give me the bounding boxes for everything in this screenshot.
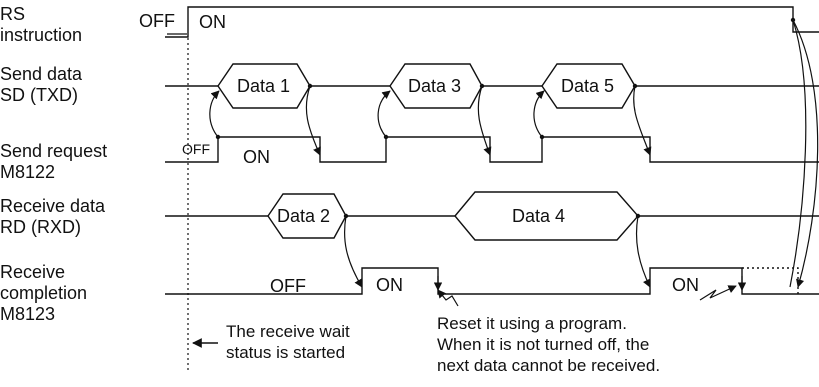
rs-waveform — [165, 6, 819, 38]
send-packet-5-label: Data 5 — [561, 76, 614, 96]
send-request-off-text: OFF — [182, 141, 210, 157]
send-data-label: Send data SD (TXD) — [0, 64, 83, 105]
send-packet-3-label: Data 3 — [408, 76, 461, 96]
receive-completion-on-text-1: ON — [376, 275, 403, 295]
send-packet-1-label: Data 1 — [237, 76, 290, 96]
send-request-waveform — [165, 136, 819, 163]
transition-dots — [215, 17, 796, 219]
rs-on-text: ON — [199, 12, 226, 32]
receive-completion-on-text-2: ON — [672, 275, 699, 295]
receive-data-waveform — [165, 191, 819, 241]
reset-note: Reset it using a program. When it is not… — [437, 314, 661, 375]
reset-arrows — [433, 276, 747, 307]
receive-completion-off-text: OFF — [270, 276, 306, 296]
rs-off-text: OFF — [139, 11, 175, 31]
receive-data-label: Receive data RD (RXD) — [0, 196, 106, 237]
receive-completion-label: Receive completion M8123 — [0, 262, 88, 324]
receive-packet-4-label: Data 4 — [512, 206, 565, 226]
receive-completion-waveform — [165, 267, 819, 295]
send-request-label: Send request M8122 — [0, 141, 108, 182]
rs-instruction-label: RS instruction — [0, 4, 83, 45]
receive-wait-note: The receive wait status is started — [226, 322, 350, 362]
causality-arrows — [209, 19, 819, 288]
receive-packet-2-label: Data 2 — [277, 206, 330, 226]
send-request-on-text: ON — [243, 147, 270, 167]
